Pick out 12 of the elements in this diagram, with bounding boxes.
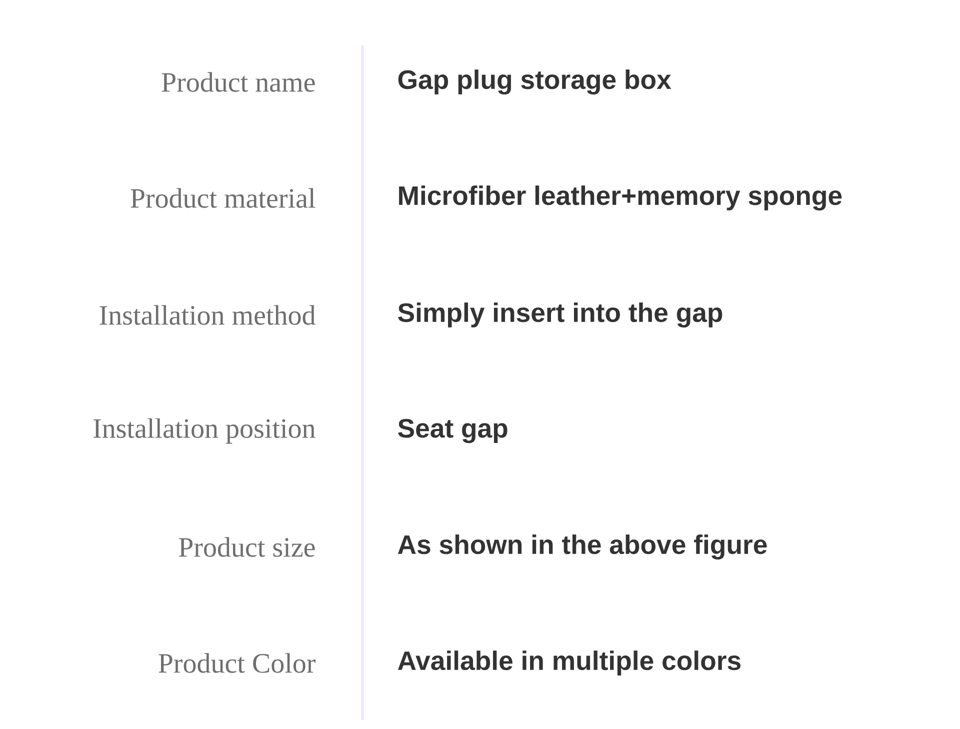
field-value: Seat gap xyxy=(398,418,508,444)
field-label: Installation method xyxy=(100,305,316,325)
field-value: Available in multiple colors xyxy=(398,650,740,676)
field-value: Microfiber leather+memory sponge xyxy=(399,186,842,210)
field-value: Gap plug storage box xyxy=(398,70,672,94)
field-label: Product material xyxy=(130,188,316,208)
field-label: Product Color xyxy=(158,653,316,673)
field-label: Installation position xyxy=(94,418,316,444)
field-value: As shown in the above figure xyxy=(398,534,767,560)
field-label: Product name xyxy=(162,72,315,92)
field-value: Simply insert into the gap xyxy=(398,302,722,328)
field-label: Product size xyxy=(178,537,315,557)
